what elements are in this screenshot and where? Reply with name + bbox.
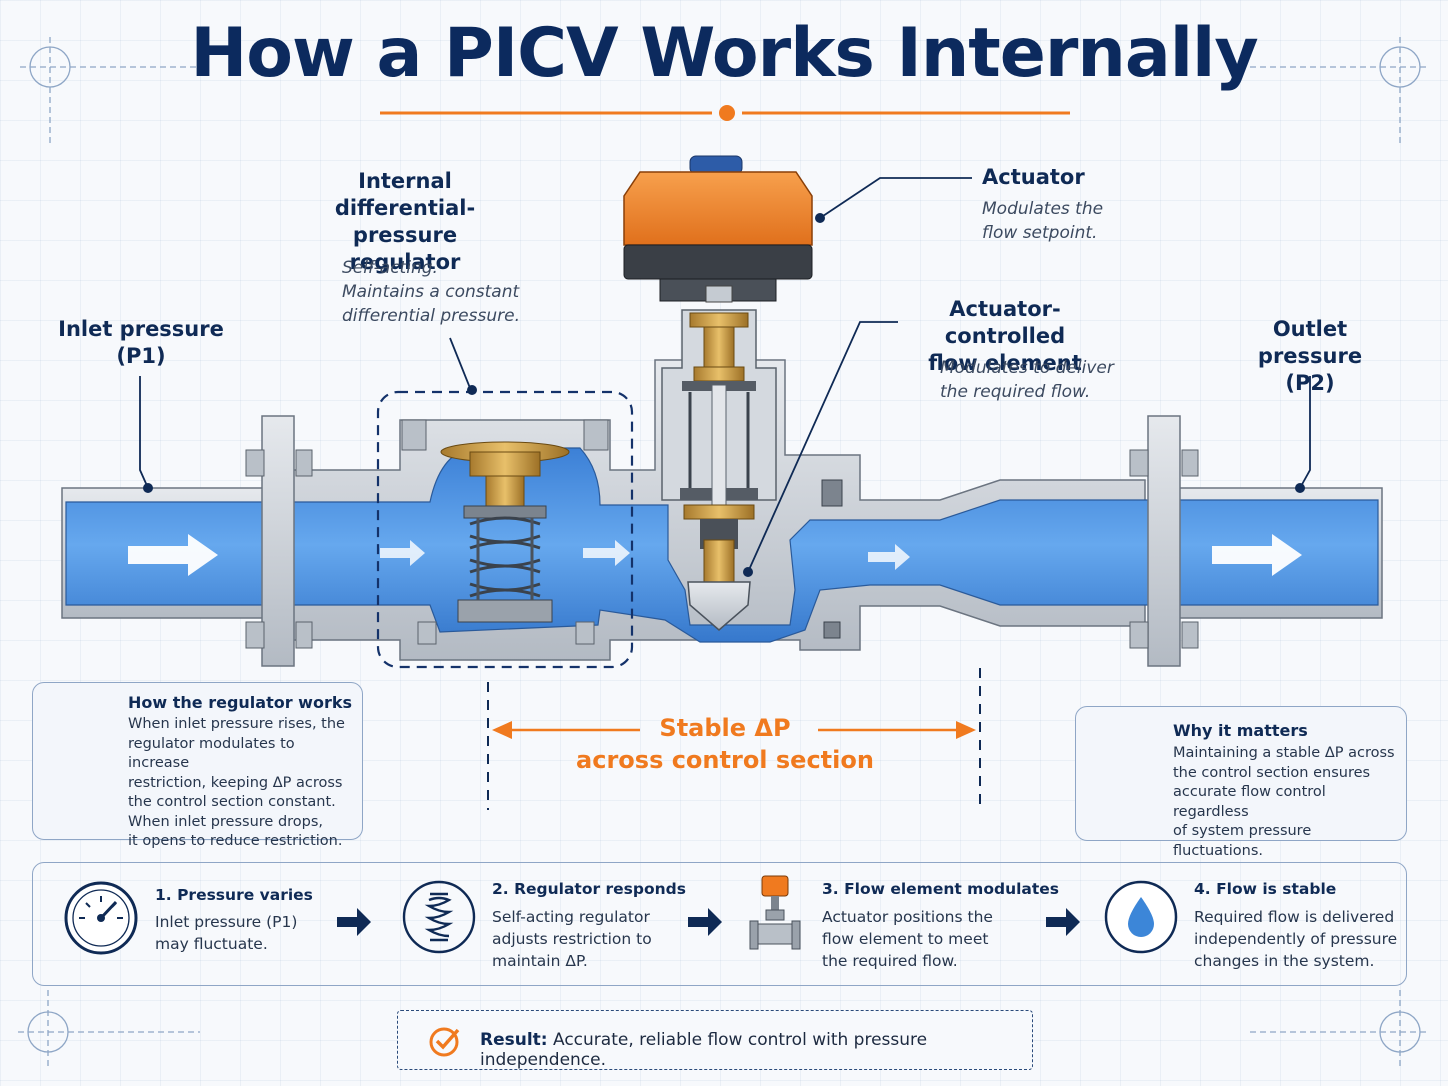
why-box-line: the control section ensures bbox=[1173, 764, 1371, 781]
regulator-box-line: When inlet pressure drops, bbox=[128, 813, 324, 830]
step-4-line: Required flow is delivered bbox=[1194, 908, 1395, 926]
regulator-box-line: it opens to reduce restriction. bbox=[128, 833, 343, 849]
regulator-box-line: the control section constant. bbox=[128, 794, 336, 810]
actuator bbox=[623, 155, 813, 303]
result-text: Result: Accurate, reliable flow control … bbox=[480, 1030, 1032, 1070]
page-title: How a PICV Works Internally bbox=[190, 14, 1258, 93]
regulator-box-text: When inlet pressure rises, the regulator… bbox=[128, 715, 356, 852]
corner-crosshair-icon bbox=[18, 37, 1430, 1070]
step-4-line: changes in the system. bbox=[1194, 952, 1375, 970]
inlet-pressure-label: Inlet pressure (P1) bbox=[50, 316, 232, 370]
gauge-icon bbox=[64, 881, 138, 955]
regulator-desc-2: Maintains a constant bbox=[342, 282, 520, 302]
inlet-pressure-line-1: Inlet pressure bbox=[58, 317, 224, 341]
step-2-text: Self-acting regulator adjusts restrictio… bbox=[492, 906, 652, 972]
regulator-box-line: restriction, keeping ΔP across bbox=[128, 774, 343, 791]
callout-dots bbox=[143, 213, 1305, 577]
step-1-title: 1. Pressure varies bbox=[155, 886, 313, 904]
outlet-pressure-label: Outlet pressure (P2) bbox=[1220, 316, 1400, 397]
actuator-desc-1: Modulates the bbox=[982, 199, 1104, 219]
regulator-box-line: regulator modulates to increase bbox=[128, 735, 295, 772]
result-body: Accurate, reliable flow control with pre… bbox=[480, 1030, 928, 1070]
step-2-line: Self-acting regulator bbox=[492, 908, 650, 926]
differential-pressure-regulator bbox=[376, 390, 634, 669]
actuator-desc-2: flow setpoint. bbox=[982, 223, 1098, 243]
why-box-text: Maintaining a stable ΔP across the contr… bbox=[1173, 744, 1401, 861]
regulator-desc: Self-acting. Maintains a constant differ… bbox=[342, 256, 542, 328]
result-label: Result: bbox=[480, 1030, 548, 1050]
valve-icon bbox=[749, 875, 801, 950]
step-3-title: 3. Flow element modulates bbox=[822, 880, 1060, 898]
regulator-heading-1: Internal bbox=[358, 169, 452, 193]
actuator-label: Actuator Modulates the flow setpoint. bbox=[982, 164, 1182, 245]
flow-element-desc-2: the required flow. bbox=[940, 382, 1091, 402]
flow-element-heading-2: flow element bbox=[928, 351, 1082, 375]
bonnet bbox=[661, 309, 777, 631]
inlet-pressure-line-2: (P1) bbox=[116, 344, 166, 368]
spring-icon bbox=[402, 880, 476, 954]
stable-dp-label: Stable ΔP across control section bbox=[560, 712, 890, 776]
regulator-info-box: How the regulator works When inlet press… bbox=[32, 682, 363, 849]
step-4-title: 4. Flow is stable bbox=[1194, 880, 1337, 898]
flow-element-desc-1: Modulates to deliver bbox=[940, 358, 1114, 378]
step-4-line: independently of pressure bbox=[1194, 930, 1398, 948]
flow-element-label: Actuator-controlled flow element bbox=[895, 296, 1115, 377]
flow-element-desc: Modulates to deliver the required flow. bbox=[940, 356, 1140, 404]
stable-dp-line-2: across control section bbox=[576, 746, 874, 774]
title-underline bbox=[380, 105, 1070, 121]
step-1-line: Inlet pressure (P1) bbox=[155, 913, 298, 931]
step-1-line: may fluctuate. bbox=[155, 935, 268, 953]
regulator-heading-3: regulator bbox=[349, 250, 461, 274]
flow-element-heading-1: Actuator-controlled bbox=[944, 297, 1066, 348]
callout-lines bbox=[139, 177, 1311, 573]
outlet-pressure-line-2: (P2) bbox=[1285, 371, 1335, 395]
regulator-heading-2: differential-pressure bbox=[334, 196, 476, 247]
step-4-text: Required flow is delivered independently… bbox=[1194, 906, 1397, 972]
regulator-box-title: How the regulator works bbox=[128, 693, 352, 712]
water-drop-icon bbox=[1104, 880, 1178, 954]
why-box-title: Why it matters bbox=[1173, 721, 1308, 740]
stable-dp-line-1: Stable ΔP bbox=[659, 714, 791, 742]
outlet-pressure-line-1: Outlet pressure bbox=[1257, 317, 1363, 368]
why-box-line: accurate flow control regardless bbox=[1173, 784, 1326, 820]
arrow-right-icon bbox=[337, 908, 1080, 936]
check-circle-icon bbox=[429, 1027, 460, 1057]
step-3-line: flow element to meet bbox=[822, 930, 989, 948]
result-box: Result: Accurate, reliable flow control … bbox=[397, 1010, 1033, 1070]
why-box-line: of system pressure fluctuations. bbox=[1173, 823, 1312, 859]
step-3-line: Actuator positions the bbox=[822, 908, 993, 926]
regulator-desc-3: differential pressure. bbox=[342, 306, 520, 326]
step-2-line: maintain ΔP. bbox=[492, 952, 588, 970]
regulator-label: Internal differential-pressure regulator bbox=[290, 168, 520, 276]
step-3-text: Actuator positions the flow element to m… bbox=[822, 906, 993, 972]
why-it-matters-box: Why it matters Maintaining a stable ΔP a… bbox=[1075, 706, 1407, 859]
step-1-text: Inlet pressure (P1) may fluctuate. bbox=[155, 911, 297, 955]
step-2-title: 2. Regulator responds bbox=[492, 880, 686, 898]
step-2-line: adjusts restriction to bbox=[492, 930, 652, 948]
step-3-line: the required flow. bbox=[822, 952, 958, 970]
actuator-heading: Actuator bbox=[982, 165, 1085, 189]
regulator-box-line: When inlet pressure rises, the bbox=[128, 716, 345, 732]
flow-arrows bbox=[128, 534, 1302, 576]
regulator-desc-1: Self-acting. bbox=[342, 258, 438, 278]
why-box-line: Maintaining a stable ΔP across bbox=[1173, 745, 1395, 761]
stable-dp-dimension bbox=[487, 668, 981, 810]
